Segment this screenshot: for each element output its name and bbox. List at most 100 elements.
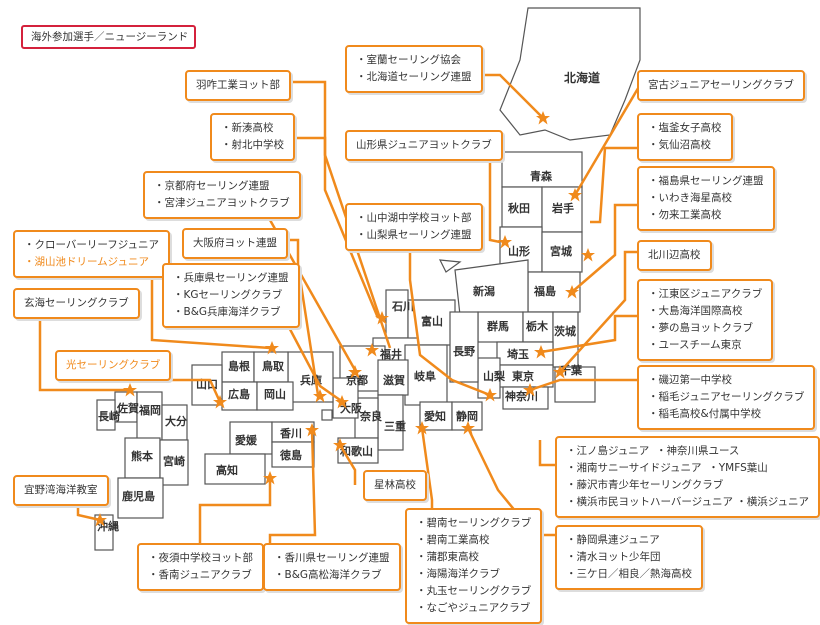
callout-niiminato: 新湊高校 射北中学校 [210,113,295,161]
callout-shizuoka: 静岡県連ジュニア 清水ヨット少年団 三ケ日／相良／熱海高校 [555,525,703,590]
club-name: 新湊高校 [221,120,284,137]
star-icon[interactable] [333,438,347,452]
club-name: 横浜ジュニア [736,496,809,508]
saitama-label: 埼玉 [507,347,529,361]
club-row: 湘南サニーサイドジュニア YMFS葉山 [566,460,809,477]
club-name: 湘南サニーサイドジュニア [566,462,702,474]
fukui-label: 福井 [379,347,402,361]
club-name: 神奈川県ユース [656,445,739,457]
nagasaki-label: 長崎 [98,409,120,423]
star-icon[interactable] [415,421,429,435]
club-name: 稲毛ジュニアセーリングクラブ [648,389,805,406]
star-icon[interactable] [568,188,582,202]
star-icon[interactable] [523,383,537,397]
star-icon[interactable] [375,311,389,325]
callout-osaka: 大阪府ヨット連盟 [182,228,288,259]
hiroshima-label: 広島 [228,387,250,401]
club-name: 兵庫県セーリング連盟 [173,270,289,287]
callout-kyoto: 京都府セーリング連盟 宮津ジュニアヨットクラブ [143,171,301,219]
callout-hoshibayashi: 星林高校 [363,470,427,501]
callout-yamagata: 山形県ジュニアヨットクラブ [345,130,503,161]
star-icon[interactable] [553,365,567,379]
club-name: 室蘭セーリング協会 [356,52,472,69]
club-name: 玄海セーリングクラブ [24,297,129,309]
star-icon[interactable] [265,341,279,355]
club-name: 江東区ジュニアクラブ [648,286,763,303]
mie-label: 三重 [384,419,406,433]
club-name: 宮古ジュニアセーリングクラブ [648,79,794,91]
star-icon[interactable] [313,389,327,403]
star-icon[interactable] [581,248,595,262]
callout-ginowan: 宜野湾海洋教室 [13,475,109,506]
club-name: 山形県ジュニアヨットクラブ [356,139,492,151]
club-name: 北川辺高校 [648,249,701,261]
miyazaki-label: 宮崎 [163,454,185,468]
star-icon[interactable] [534,345,548,359]
tochigi-label: 栃木 [526,319,549,333]
club-name: 稲毛高校&付属中学校 [648,406,804,423]
tokushima-label: 徳島 [279,448,302,462]
star-icon[interactable] [365,343,379,357]
club-name: 湖山池ドリームジュニア [24,254,159,271]
aichi-label: 愛知 [424,409,446,423]
star-icon[interactable] [536,111,550,125]
star-icon[interactable] [305,423,319,437]
kagawa-label: 香川 [279,426,302,440]
star-icon[interactable] [213,395,227,409]
callout-kitakawabe: 北川辺高校 [637,240,712,271]
club-name: 清水ヨット少年団 [566,549,692,566]
kochi-label: 高知 [216,463,238,477]
yamagata-label: 山形 [508,244,530,258]
star-icon[interactable] [335,395,349,409]
club-name: 夜須中学校ヨット部 [148,550,254,567]
niigata-label: 新潟 [473,284,495,298]
aomori-label: 青森 [530,169,553,183]
kanagawa-label: 神奈川 [505,389,538,403]
club-name: 藤沢市青少年セーリングクラブ [566,477,809,494]
star-icon[interactable] [461,421,475,435]
saga-label: 佐賀 [116,401,139,415]
star-icon[interactable] [498,235,512,249]
star-icon[interactable] [93,513,107,527]
club-name: 蒲郡東高校 [416,549,531,566]
callout-hane: 羽咋工業ヨット部 [185,70,291,101]
tokyo-label: 東京 [512,369,534,383]
club-name: 三ケ日／相良／熱海高校 [566,566,693,583]
star-markers [93,111,595,527]
club-name: 勿来工業高校 [648,207,764,224]
tottori-label: 鳥取 [262,359,284,373]
kumamoto-label: 熊本 [131,449,153,463]
callout-hokkaido: 室蘭セーリング協会 北海道セーリング連盟 [345,45,483,93]
ishikawa-label: 石川 [391,300,414,313]
shiga-label: 滋賀 [383,373,405,387]
star-icon[interactable] [348,365,362,379]
callout-miyako: 宮古ジュニアセーリングクラブ [637,70,805,101]
gunma-label: 群馬 [486,319,509,333]
star-icon[interactable] [483,388,497,402]
club-name: 香川県セーリング連盟 [274,550,390,567]
club-name: いわき海星高校 [648,190,764,207]
callout-kanagawa: 江ノ島ジュニア 神奈川県ユース 湘南サニーサイドジュニア YMFS葉山 藤沢市青… [555,436,820,518]
club-name: ユースチーム東京 [648,337,762,354]
club-name: クローバーリーフジュニア [24,237,160,254]
club-name: KGセーリングクラブ [173,287,289,304]
club-name: 光セーリングクラブ [66,359,161,371]
club-name: 塩釜女子高校 [648,120,722,137]
club-name: 山中湖中学校ヨット部 [356,210,472,227]
oita-label: 大分 [165,414,187,428]
club-name: 碧南工業高校 [416,532,531,549]
club-name: 山梨県セーリング連盟 [356,227,472,244]
club-name: 気仙沼高校 [648,137,722,154]
toyama-label: 富山 [421,314,443,328]
club-name: 磯辺第一中学校 [648,372,804,389]
osaka-label: 大阪 [340,401,363,415]
star-icon[interactable] [123,383,137,397]
club-name: 江ノ島ジュニア [566,445,649,457]
miyagi-label: 宮城 [550,244,572,258]
club-name: 碧南セーリングクラブ [416,515,532,532]
star-icon[interactable] [565,285,579,299]
club-name: なごやジュニアクラブ [416,600,531,617]
legend-box: 海外参加選手／ニュージーランド [21,25,196,49]
star-icon[interactable] [263,471,277,485]
gifu-label: 岐阜 [414,369,436,383]
